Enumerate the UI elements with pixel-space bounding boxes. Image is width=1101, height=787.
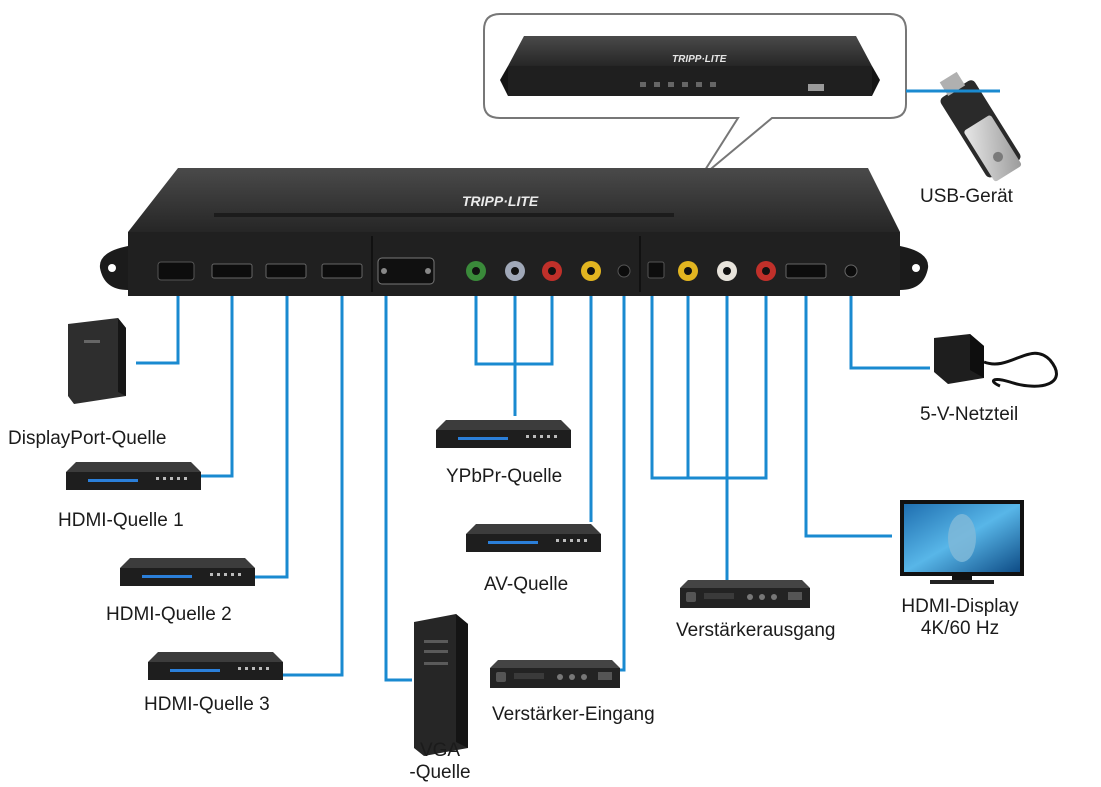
vga-source-label-line-1: VGA [419,740,461,761]
ypbpr-source-label: YPbPr-Quelle [446,466,563,487]
usb-device-label: USB-Gerät [920,186,1013,207]
hdmi-source-3-player-icon [148,652,283,680]
wire-hdmi-1 [192,296,234,478]
power-input-jack [844,264,858,278]
av-source-player-icon [466,524,601,552]
hdmi-output-port [785,263,827,279]
brand-logo: TRIPP·LITE [462,193,539,209]
hdmi-source-2-player-icon [120,558,255,586]
hdmi-source-3-label: HDMI-Quelle 3 [144,694,270,715]
amplifier-input-icon [490,660,620,688]
hdmi-input-port-1 [211,263,253,279]
displayport-pc-icon [68,318,126,404]
wire-hdmi-3 [278,296,344,677]
wire-amp-input [598,296,626,672]
power-adapter-icon [934,334,1058,388]
vga-port [377,257,435,285]
hdmi-source-1-label: HDMI-Quelle 1 [58,510,184,531]
wire-amp-output [650,296,768,582]
wire-power [849,296,930,370]
vga-pc-tower-icon [414,614,468,756]
wire-hdmi-display [804,296,892,538]
usb-stick-icon [939,71,1022,182]
vga-source-label: VGA -Quelle [402,740,478,784]
hdmi-display-label: HDMI-Display 4K/60 Hz [878,596,1042,640]
wire-vga [384,296,412,682]
brand-logo-small: TRIPP·LITE [672,54,727,65]
displayport-port [157,261,195,281]
power-supply-label: 5-V-Netzteil [920,404,1019,425]
hdmi-source-1-player-icon [66,462,201,490]
wires [136,89,1000,682]
hdmi-input-port-2 [265,263,307,279]
audio-input-jack [617,264,631,278]
amplifier-output-label: Verstärkerausgang [676,620,836,641]
wire-ypbpr [474,296,554,416]
amplifier-output-icon [680,580,810,608]
usb-port [808,84,824,91]
optical-output-port [647,261,665,279]
wire-displayport [136,296,180,365]
ypbpr-source-player-icon [436,420,571,448]
hdmi-display-tv-icon [900,500,1024,584]
hdmi-source-2-label: HDMI-Quelle 2 [106,604,232,625]
hdmi-input-port-3 [321,263,363,279]
av-source-label: AV-Quelle [484,574,569,595]
hdmi-display-label-line-2: 4K/60 Hz [920,618,1000,639]
vga-source-label-line-2: -Quelle [409,762,471,783]
hdmi-switch-device [99,168,929,296]
hdmi-display-label-line-1: HDMI-Display [901,596,1019,617]
switch-rear-detail [500,36,880,96]
amplifier-input-label: Verstärker-Eingang [492,704,655,725]
wire-hdmi-2 [248,296,289,579]
displayport-source-label: DisplayPort-Quelle [8,428,167,449]
